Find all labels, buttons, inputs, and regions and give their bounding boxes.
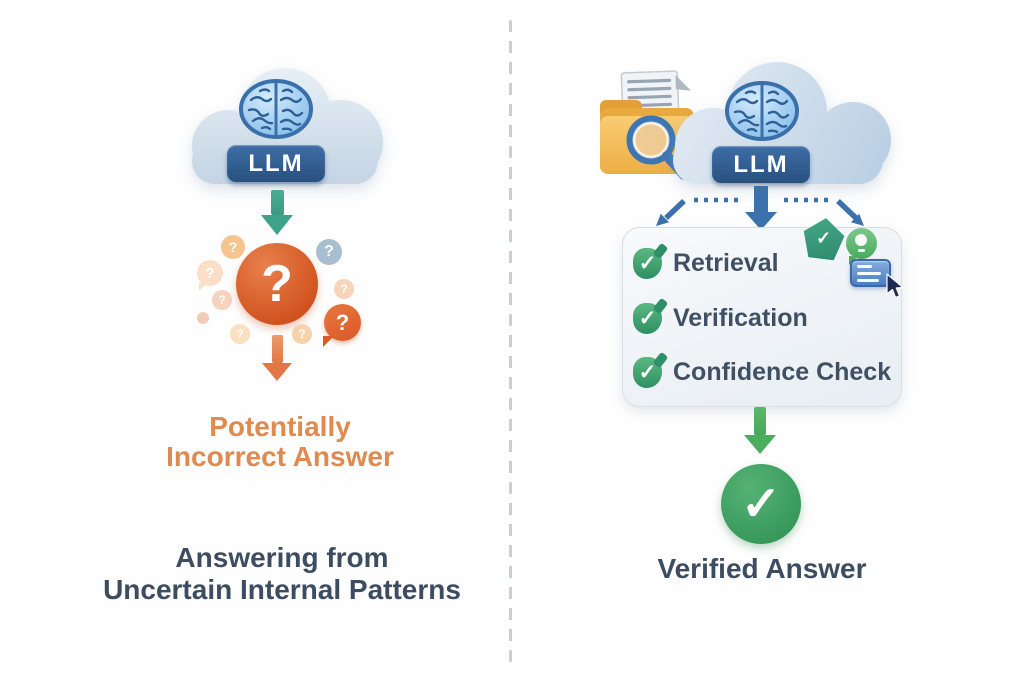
question-bubble-icon: ? bbox=[212, 290, 232, 310]
dashed-divider bbox=[509, 20, 512, 663]
checklist-item-retrieval: ✓ Retrieval bbox=[623, 242, 901, 279]
left-caption: Answering from Uncertain Internal Patter… bbox=[103, 542, 461, 606]
question-bubble-icon: ? bbox=[292, 324, 312, 344]
question-bubble-icon: ? bbox=[323, 304, 361, 347]
tooltip-card-icon bbox=[850, 259, 891, 287]
checklist-item-verification: ✓ Verification bbox=[623, 297, 901, 334]
llm-badge: LLM bbox=[227, 145, 325, 182]
verified-answer-label: Verified Answer bbox=[657, 553, 867, 584]
llm-label: LLM bbox=[733, 150, 789, 178]
check-icon: ✓ bbox=[633, 351, 669, 388]
checklist-label: Verification bbox=[673, 303, 808, 332]
question-glyph: ? bbox=[261, 255, 293, 313]
checklist-label: Retrieval bbox=[673, 249, 779, 277]
folder-search-icon bbox=[600, 70, 694, 180]
question-circle-icon: ? bbox=[236, 243, 318, 325]
magnifier-icon bbox=[626, 115, 689, 180]
question-bubble-icon: ? bbox=[197, 260, 223, 291]
brain-icon bbox=[725, 81, 799, 141]
idea-bubble-icon bbox=[846, 228, 877, 265]
question-bubble-icon: ? bbox=[221, 235, 245, 259]
verified-check-icon: ✓ bbox=[721, 464, 801, 544]
arrow-down-teal bbox=[261, 190, 293, 235]
branch-arrows bbox=[656, 186, 864, 230]
bulb-base bbox=[858, 249, 865, 252]
arrow-down-orange bbox=[262, 335, 292, 381]
potentially-incorrect-answer-label: Potentially Incorrect Answer bbox=[166, 411, 394, 472]
question-bubble-icon: ? bbox=[230, 324, 250, 344]
llm-label: LLM bbox=[248, 149, 304, 177]
checklist-item-confidence-check: ✓ Confidence Check bbox=[623, 351, 901, 388]
arrow-down-green bbox=[744, 407, 776, 454]
checklist-label: Confidence Check bbox=[673, 358, 892, 386]
check-icon: ✓ bbox=[633, 242, 669, 279]
llm-badge: LLM bbox=[712, 146, 810, 183]
brain-icon bbox=[239, 79, 313, 139]
cursor-icon bbox=[886, 273, 904, 299]
question-bubble-icon: ? bbox=[316, 239, 342, 265]
bulb-dot bbox=[855, 234, 867, 246]
check-icon: ✓ bbox=[633, 297, 669, 334]
question-bubble-icon: ? bbox=[334, 279, 354, 299]
question-bubble-icon bbox=[197, 312, 209, 324]
